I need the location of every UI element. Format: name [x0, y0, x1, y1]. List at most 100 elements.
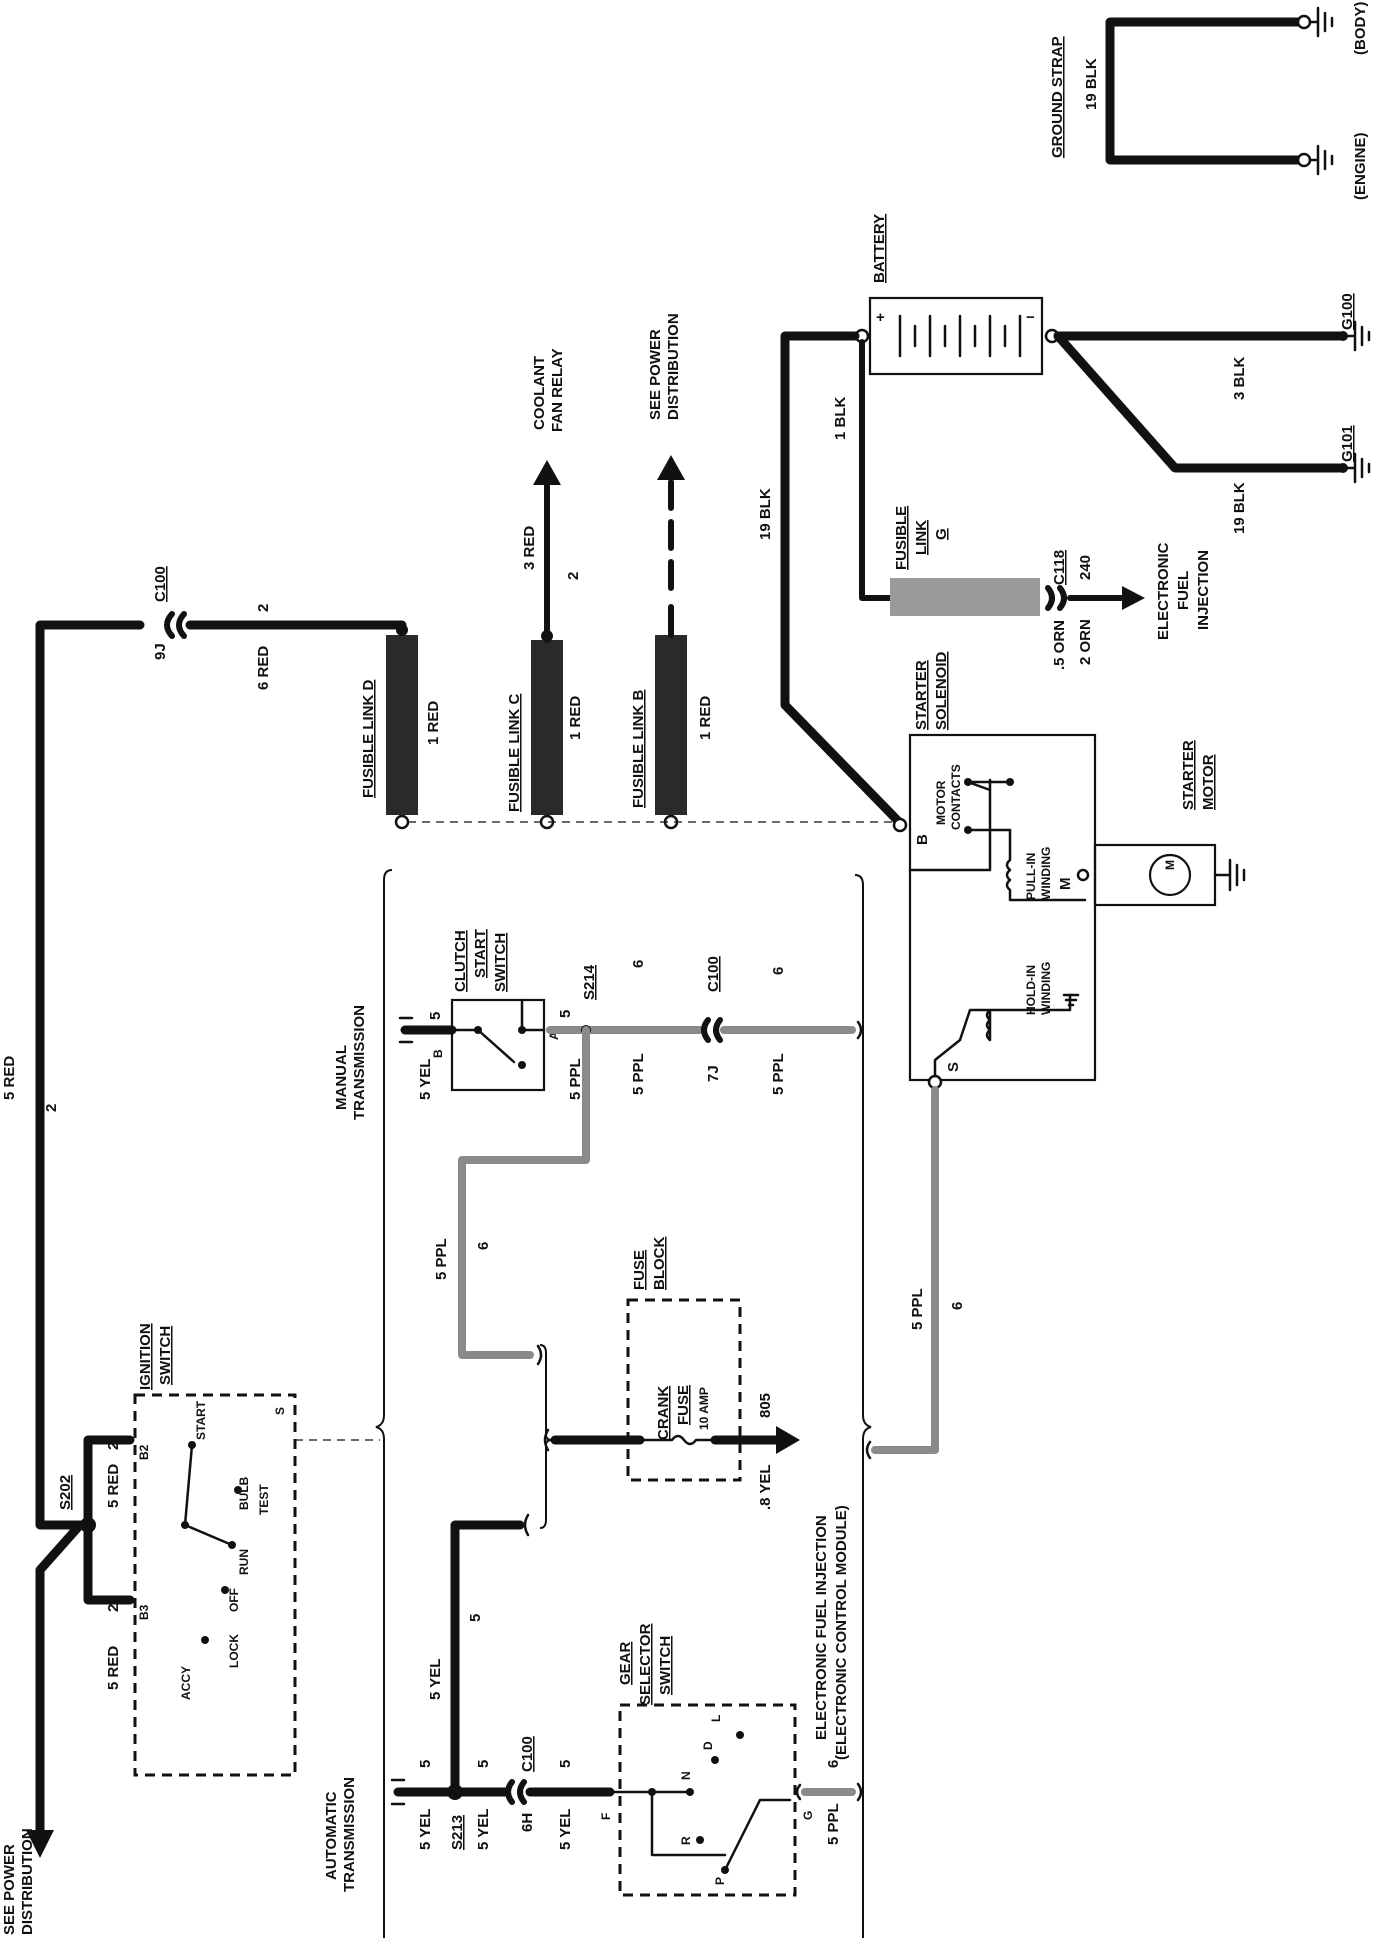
fuse-circuit-805: 805: [757, 1393, 774, 1418]
c100-mid-label: C100: [705, 956, 722, 992]
c100-low-circuit: 5: [557, 1760, 574, 1768]
pull-in-winding-line2: WINDING: [1039, 847, 1053, 900]
coolant-circuit: 2: [565, 572, 582, 580]
starter-solenoid: STARTER SOLENOID B MOTOR CONTACTS PULL-I…: [892, 651, 1097, 1090]
ign-start: START: [194, 1400, 208, 1440]
yel-feed-circuit: 5: [467, 1614, 484, 1622]
starter-motor-symbol: [1148, 853, 1192, 897]
yel-feed-wire: 5 YEL: [427, 1659, 444, 1700]
solenoid-ppl-wire: 5 PPL: [909, 1288, 926, 1330]
motor-contacts-line1: MOTOR: [934, 780, 948, 825]
gear-selector-title3: SWITCH: [657, 1636, 674, 1695]
efi-ecm-line1: ELECTRONIC FUEL INJECTION: [813, 1515, 830, 1740]
gear-r: R: [679, 1836, 693, 1845]
efi-ecm-label: ELECTRONIC FUEL INJECTION (ELECTRONIC CO…: [813, 1505, 850, 1760]
clutch-pin-b: B: [431, 1049, 445, 1058]
fusible-link-g-gauge: 1 BLK: [832, 396, 849, 440]
auto-in-wire: 5 YEL: [417, 1809, 434, 1850]
efi-dest-line1: ELECTRONIC: [1155, 542, 1172, 640]
ign-b2: B2: [137, 1444, 151, 1460]
fusible-link-c-wire: 1 RED: [567, 696, 584, 740]
starter-solenoid-title2: SOLENOID: [933, 651, 950, 730]
gear-n: N: [679, 1771, 693, 1780]
s202-circuit-b: 2: [105, 1604, 122, 1612]
main-red-feed: C100 9J 2 6 RED 5 RED 2: [1, 566, 407, 1530]
solenoid-ppl-circuit: 6: [949, 1302, 966, 1310]
ignition-switch-title1: IGNITION: [137, 1323, 154, 1390]
clutch-output-ppl: S214 5 PPL 5 PPL 6 C100 7J 5 PPL 6 5 PPL…: [433, 956, 863, 1366]
gear-p: P: [713, 1877, 727, 1885]
ground-wire-19blk: 19 BLK: [1231, 482, 1248, 534]
ground-symbol-body: [1308, 6, 1334, 38]
motor-contacts-line2: CONTACTS: [949, 764, 963, 830]
ground-strap-wire: 19 BLK: [1083, 58, 1100, 110]
ground-symbol-engine: [1308, 144, 1334, 176]
fusible-link-c: FUSIBLE LINK C 1 RED 3 RED 2 COOLANT FAN…: [506, 348, 584, 830]
gear-selector-title1: GEAR: [617, 1641, 634, 1685]
c100-top-wire: 6 RED: [255, 646, 272, 690]
fuse-block-title2: BLOCK: [651, 1237, 668, 1290]
s213-label: S213: [449, 1815, 466, 1850]
coolant-fan-relay-line2: FAN RELAY: [549, 348, 566, 432]
hold-in-winding-line2: WINDING: [1039, 962, 1053, 1015]
s202-label: S202: [57, 1475, 74, 1510]
efi-dest-line3: INJECTION: [1195, 550, 1212, 630]
main-feed-circuit: 2: [43, 1104, 60, 1112]
gear-pin-g: G: [801, 1811, 815, 1820]
gear-l: L: [709, 1715, 723, 1722]
c100-mid-circuit: 6: [770, 967, 787, 975]
ground-wire-3blk: 3 BLK: [1231, 356, 1248, 400]
s202-splice: S202 5 RED 2 2 5 RED SEE POWER DISTRIBUT…: [1, 1435, 135, 1935]
ground-body-label: (BODY): [1352, 2, 1369, 55]
fusible-link-g-line3: G: [933, 528, 950, 540]
s214-wire: 5 PPL: [567, 1058, 584, 1100]
fusible-link-d-wire: 1 RED: [425, 701, 442, 745]
battery-ground-cables: G100 G101 3 BLK 19 BLK: [1053, 293, 1371, 534]
manual-trans-line2: TRANSMISSION: [351, 1005, 368, 1120]
ppl-loop-circuit: 6: [475, 1242, 492, 1250]
ign-off: OFF: [227, 1588, 241, 1612]
coolant-fan-relay-line1: COOLANT: [531, 356, 548, 430]
starter-motor-m: M: [1163, 860, 1177, 870]
ignition-switch-box: [133, 1393, 297, 1777]
clutch-in-circuit: 5: [427, 1012, 444, 1020]
clutch-switch-box: [450, 998, 546, 1092]
see-power-distribution-top: SEE POWER DISTRIBUTION: [647, 313, 682, 420]
c100-mid-wire: 5 PPL: [770, 1053, 787, 1095]
starter-motor-box: [1093, 843, 1217, 907]
fusible-link-b-wire: 1 RED: [697, 696, 714, 740]
ground-strap-title: GROUND STRAP: [1049, 36, 1066, 158]
clutch-in-wire: 5 YEL: [417, 1059, 434, 1100]
c100-top-label: C100: [152, 566, 169, 602]
fuse-block-box: [626, 1298, 742, 1482]
circuit-240: 240: [1077, 555, 1094, 580]
clutch-switch-title1: CLUTCH: [452, 930, 469, 992]
starter-motor-title1: STARTER: [1180, 740, 1197, 810]
c100-top-pin: 9J: [152, 643, 169, 660]
clutch-pin-a: A: [547, 1031, 561, 1040]
manual-transmission-region: MANUAL TRANSMISSION AUTOMATIC TRANSMISSI…: [323, 869, 872, 1938]
yel-feed: 5 YEL 5 5 YEL 5 S213 5 YEL 5 C100 6H 5 Y…: [390, 1513, 615, 1850]
see-power-dist-bottom-line2: DISTRIBUTION: [19, 1828, 36, 1935]
see-power-dist-bottom-line1: SEE POWER: [1, 1844, 18, 1935]
clutch-start-switch: CLUTCH START SWITCH 5 YEL 5 B A 5: [398, 929, 574, 1100]
ign-run: RUN: [237, 1549, 251, 1575]
gear-selector-box: [618, 1703, 797, 1897]
ign-bulb: BULB: [237, 1476, 251, 1510]
auto-trans-line2: TRANSMISSION: [341, 1777, 358, 1892]
ign-test: TEST: [257, 1484, 271, 1515]
ign-accy: ACCY: [179, 1666, 193, 1700]
main-feed-wire: 5 RED: [1, 1056, 18, 1100]
battery-plus: +: [876, 309, 885, 326]
s214-circuit: 6: [630, 960, 647, 968]
battery-minus: −: [1026, 309, 1035, 326]
coolant-wire-3red: 3 RED: [521, 526, 538, 570]
gear-out-circuit: 6: [825, 1760, 842, 1768]
battery: BATTERY + −: [854, 214, 1060, 376]
efi-ecm-line2: (ELECTRONIC CONTROL MODULE): [833, 1505, 850, 1760]
battery-title: BATTERY: [871, 214, 888, 283]
auto-in-circuit: 5: [417, 1760, 434, 1768]
solenoid-terminal-b: [892, 817, 908, 833]
fusible-link-d-label: FUSIBLE LINK D: [360, 680, 377, 798]
gear-selector-title2: SELECTOR: [637, 1623, 654, 1705]
